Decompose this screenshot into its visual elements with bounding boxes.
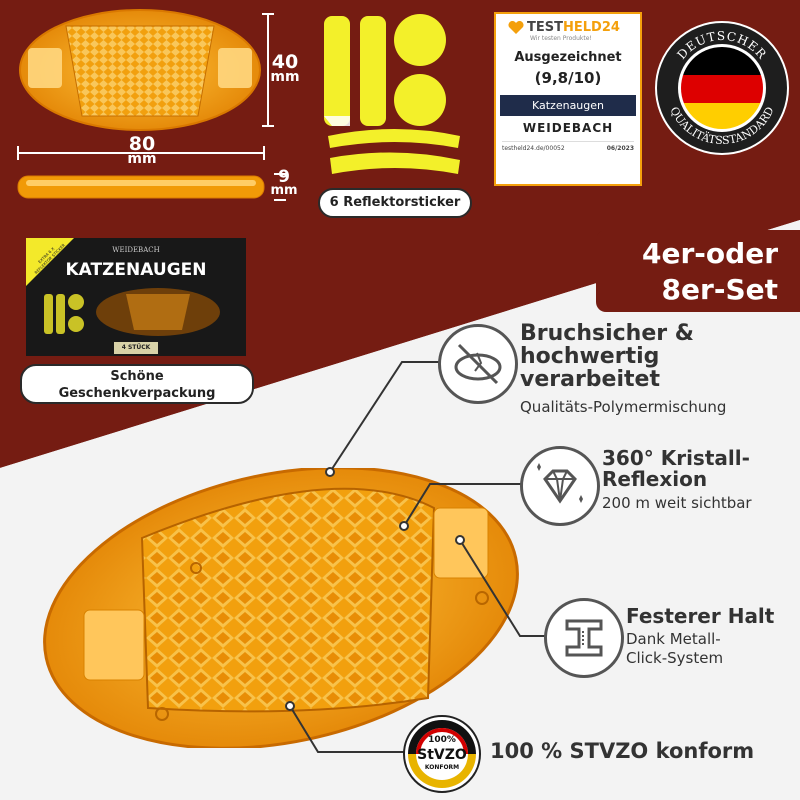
testheld-award: TEST HELD24 Wir testen Produkte! Ausgeze…: [494, 12, 642, 186]
stvzo-percent: 100%: [428, 735, 456, 745]
package-corner-ribbon: [26, 238, 74, 286]
gift-label-line1: Schöne: [110, 369, 164, 384]
testheld-brand-prefix: TEST: [527, 20, 563, 35]
testheld-tagline: Wir testen Produkte!: [530, 35, 592, 42]
feature-break-resistant: Bruchsicher & hochwertig verarbeitet: [520, 322, 694, 391]
feature-1-title-line2: hochwertig: [520, 344, 660, 370]
package-count: 4 STÜCK: [114, 342, 158, 354]
award-score: (9,8/10): [534, 69, 602, 87]
award-date: 06/2023: [606, 145, 634, 152]
gift-label-line2: Geschenkverpackung: [58, 386, 216, 401]
reflector-stickers: [324, 14, 460, 174]
feature-2-title-line1: 360° Kristall-: [602, 446, 750, 470]
reflector-main-image: [43, 468, 519, 748]
depth-value: 9: [278, 167, 290, 187]
feature-4-title: 100 % STVZO konform: [490, 739, 755, 763]
gift-package: EXTRA 6 X REFLEKTOR STICKER WEIDEBACH KA…: [26, 238, 246, 356]
reflector-top-view: [19, 9, 261, 131]
width-dimension: 80 mm: [112, 133, 172, 168]
depth-dimension: 9 mm: [268, 167, 300, 199]
width-value: 80: [128, 133, 156, 155]
feature-3-title: Festerer Halt: [626, 604, 775, 628]
depth-dimension-line: [274, 173, 286, 201]
feature-2-subtitle: 200 m weit sichtbar: [602, 494, 752, 512]
testheld-brand-suffix: HELD24: [562, 20, 620, 35]
stvzo-badge: 100% StVZO KONFORM: [403, 715, 481, 793]
testheld-header: TEST HELD24: [496, 14, 640, 35]
award-url: testheld24.de/00052: [502, 145, 565, 152]
gift-label: Schöne Geschenkverpackung: [20, 364, 254, 404]
height-unit: mm: [270, 69, 300, 86]
award-maker: WEIDEBACH: [522, 121, 614, 135]
depth-unit: mm: [270, 183, 298, 199]
height-dimension: 40 mm: [265, 51, 305, 86]
feature-1-subtitle: Qualitäts-Polymermischung: [520, 398, 727, 416]
feature-3-subtitle-line2: Click-System: [626, 649, 724, 667]
stvzo-word: KONFORM: [425, 764, 459, 771]
set-badge-line2: 8er-Set: [661, 273, 778, 306]
set-badge: 4er-oder 8er-Set: [596, 230, 800, 312]
package-title: KATZENAUGEN: [65, 260, 207, 280]
reflector-side-view: [17, 175, 265, 199]
break-resistant-icon: [438, 324, 518, 404]
metal-clip-icon: [544, 598, 624, 678]
stickers-label: 6 Reflektorsticker: [318, 188, 472, 218]
feature-1-title-line1: Bruchsicher &: [520, 321, 694, 346]
award-text: Ausgezeichnet: [514, 50, 622, 65]
height-dimension-line: [262, 13, 274, 127]
award-footer: testheld24.de/00052 06/2023: [502, 141, 634, 152]
diamond-icon: [520, 446, 600, 526]
set-badge-line1: 4er-oder: [642, 237, 778, 270]
width-unit: mm: [127, 151, 157, 168]
package-brand: WEIDEBACH: [112, 246, 160, 254]
width-dimension-line: [17, 146, 265, 160]
award-product: Katzenaugen: [500, 95, 636, 116]
feature-reflection: 360° Kristall- Reflexion: [602, 448, 750, 490]
feature-2-title-line2: Reflexion: [602, 467, 708, 491]
feature-3-subtitle: Dank Metall- Click-System: [626, 630, 723, 668]
feature-3-subtitle-line1: Dank Metall-: [626, 630, 721, 648]
feature-1-title-line3: verarbeitet: [520, 367, 660, 393]
stvzo-mark: StVZO: [417, 747, 467, 763]
height-value: 40: [271, 51, 299, 73]
heart-icon: [508, 20, 524, 34]
german-quality-seal: DEUTSCHER QUALITÄTSSTANDARD: [655, 21, 789, 155]
package-product-image: [44, 288, 220, 336]
